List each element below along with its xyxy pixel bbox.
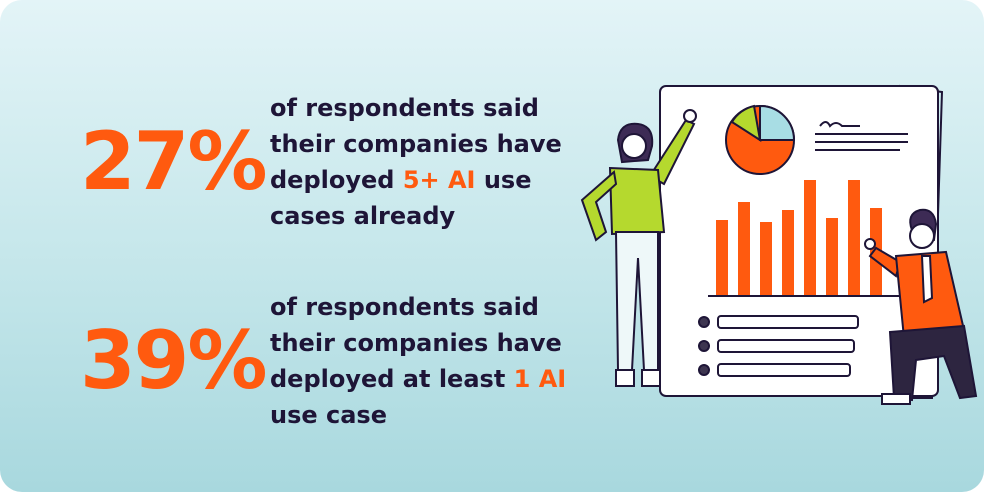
- desc-line-3: deployed 5+ AI use: [270, 162, 580, 198]
- desc-line-3-pre: deployed at least: [270, 365, 514, 393]
- desc-highlight: 5+ AI: [402, 166, 476, 194]
- stat-block-27: 27% of respondents said their companies …: [80, 90, 580, 234]
- report-illustration: [580, 84, 978, 405]
- stat-description: of respondents said their companies have…: [270, 289, 580, 433]
- desc-line-4: use case: [270, 401, 387, 429]
- pie-chart-icon: [725, 104, 796, 175]
- desc-line-3: deployed at least 1 AI: [270, 361, 580, 397]
- desc-line-2: their companies have: [270, 130, 562, 158]
- man-figure: [864, 208, 978, 405]
- desc-highlight: 1 AI: [513, 365, 567, 393]
- desc-line-1: of respondents said: [270, 293, 539, 321]
- stat-block-39: 39% of respondents said their companies …: [80, 289, 580, 433]
- woman-figure: [580, 109, 697, 387]
- desc-line-3-pre: deployed: [270, 166, 403, 194]
- desc-line-2: their companies have: [270, 329, 562, 357]
- desc-line-3-post: use: [475, 166, 532, 194]
- document-lines: [815, 121, 908, 151]
- stat-description: of respondents said their companies have…: [270, 90, 580, 234]
- stat-percent: 39%: [80, 314, 267, 407]
- stat-percent: 27%: [80, 115, 267, 208]
- desc-line-1: of respondents said: [270, 94, 539, 122]
- desc-line-4: cases already: [270, 202, 456, 230]
- bullet-list: [698, 315, 859, 377]
